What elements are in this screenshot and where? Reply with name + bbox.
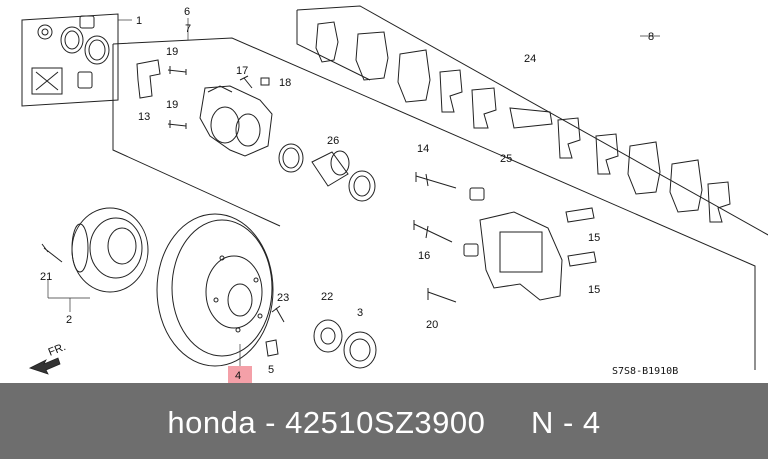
callout-25: 25 bbox=[500, 153, 512, 165]
callout-4: 4 bbox=[235, 370, 241, 382]
hub-assembly bbox=[41, 207, 149, 312]
callout-24: 24 bbox=[524, 53, 536, 65]
front-direction-arrow bbox=[28, 357, 61, 375]
callout-19-upper: 19 bbox=[166, 46, 178, 58]
callout-7: 7 bbox=[185, 23, 191, 35]
callout-13: 13 bbox=[138, 111, 150, 123]
callout-14: 14 bbox=[417, 143, 429, 155]
hub-nut-and-cap bbox=[265, 305, 377, 369]
callout-6: 6 bbox=[184, 6, 190, 18]
seal-kit-group bbox=[21, 13, 132, 107]
front-direction-label: FR. bbox=[47, 341, 68, 359]
callout-15-upper: 15 bbox=[588, 232, 600, 244]
callout-17: 17 bbox=[236, 65, 248, 77]
callout-18: 18 bbox=[279, 77, 291, 89]
callout-26: 26 bbox=[327, 135, 339, 147]
brake-parts-diagram: 1 2 3 4 5 6 7 8 13 14 15 15 16 17 18 19 … bbox=[21, 5, 768, 383]
callout-22: 22 bbox=[321, 291, 333, 303]
brake-rotor bbox=[156, 213, 274, 383]
callout-23: 23 bbox=[277, 292, 289, 304]
callout-20: 20 bbox=[426, 319, 438, 331]
callout-3: 3 bbox=[357, 307, 363, 319]
callout-19-lower: 19 bbox=[166, 99, 178, 111]
part-number-banner: honda - 42510SZ3900 N - 4 bbox=[0, 383, 768, 459]
caliper-assembly-group bbox=[112, 18, 756, 370]
callout-5: 5 bbox=[268, 364, 274, 376]
callout-1: 1 bbox=[136, 15, 142, 27]
callout-15-lower: 15 bbox=[588, 284, 600, 296]
callout-16: 16 bbox=[418, 250, 430, 262]
callout-21: 21 bbox=[40, 271, 52, 283]
callout-2: 2 bbox=[66, 314, 72, 326]
part-number-text: honda - 42510SZ3900 N - 4 bbox=[167, 405, 601, 440]
drawing-code: S7S8-B1910B bbox=[612, 366, 678, 377]
pad-set-group bbox=[296, 5, 768, 267]
callout-labels: 1 2 3 4 5 6 7 8 13 14 15 15 16 17 18 19 … bbox=[40, 6, 678, 382]
callout-8: 8 bbox=[648, 31, 654, 43]
